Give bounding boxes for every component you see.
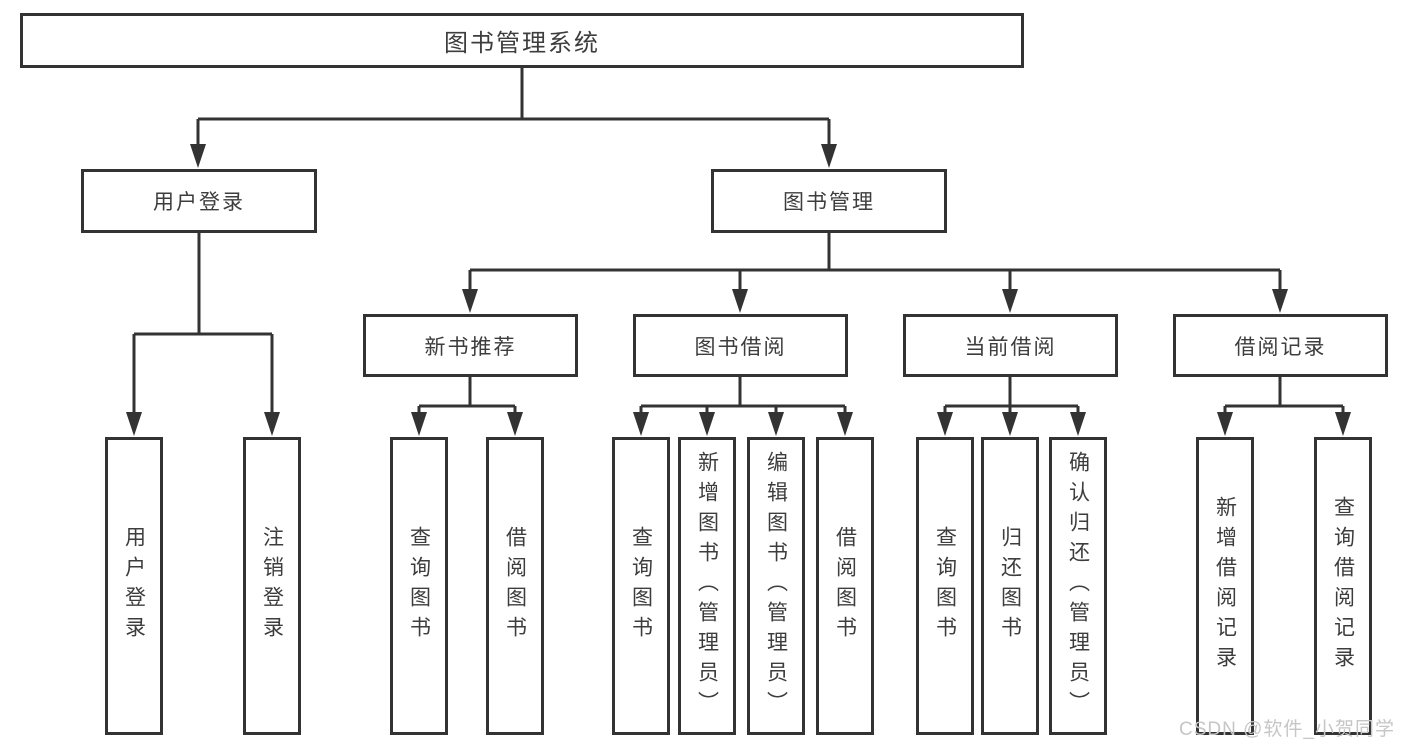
leaf-label: 查询图书 <box>629 526 653 646</box>
edge-currentborrow-to-leaves <box>943 377 1080 418</box>
leaf-label: 查询图书 <box>407 526 431 646</box>
node-user-login-group: 用户登录 <box>81 169 317 233</box>
node-new-book-recommend: 新书推荐 <box>363 314 578 377</box>
edge-userlogin-to-leaves <box>132 233 274 416</box>
arrow-icon <box>190 144 206 168</box>
node-book-management-group: 图书管理 <box>711 169 947 233</box>
arrow-icon <box>821 144 837 168</box>
leaf-query-books-recommend: 查询图书 <box>390 437 448 735</box>
arrow-icon <box>768 412 784 436</box>
arrow-icon <box>1002 412 1018 436</box>
leaf-label: 注销登录 <box>260 526 284 646</box>
leaf-query-books-current: 查询图书 <box>916 437 974 735</box>
arrow-icon <box>264 412 280 436</box>
leaf-confirm-return-admin: 确认归还（管理员） <box>1049 437 1107 735</box>
leaf-query-borrow-record: 查询借阅记录 <box>1314 437 1372 735</box>
arrow-icon <box>462 289 478 313</box>
arrow-icon <box>1272 289 1288 313</box>
leaf-label: 编辑图书（管理员） <box>764 451 788 721</box>
arrow-icon <box>1002 289 1018 313</box>
leaf-label: 用户登录 <box>122 526 146 646</box>
arrow-icon <box>411 412 427 436</box>
arrow-icon <box>1070 412 1086 436</box>
leaf-label: 借阅图书 <box>503 526 527 646</box>
edge-bookmgmt-to-level3 <box>468 233 1282 293</box>
edge-bookborrow-to-leaves <box>639 377 847 418</box>
node-current-borrow: 当前借阅 <box>903 314 1118 377</box>
arrow-icon <box>1217 412 1233 436</box>
leaf-label: 归还图书 <box>998 526 1022 646</box>
node-book-borrow: 图书借阅 <box>633 314 848 377</box>
leaf-logout: 注销登录 <box>243 437 301 735</box>
csdn-watermark: CSDN @软件_小贺同学 <box>1179 719 1395 740</box>
leaf-edit-book-admin: 编辑图书（管理员） <box>747 437 805 735</box>
arrow-icon <box>937 412 953 436</box>
edge-root-to-level2 <box>196 68 831 147</box>
leaf-label: 确认归还（管理员） <box>1066 451 1090 721</box>
node-borrow-records: 借阅记录 <box>1173 314 1388 377</box>
leaf-label: 新增图书（管理员） <box>695 451 719 721</box>
leaf-label: 新增借阅记录 <box>1213 496 1237 676</box>
node-library-management-system: 图书管理系统 <box>20 13 1024 68</box>
arrow-icon <box>1335 412 1351 436</box>
arrow-icon <box>633 412 649 436</box>
leaf-add-book-admin: 新增图书（管理员） <box>678 437 736 735</box>
arrow-icon <box>507 412 523 436</box>
leaf-query-books-borrow: 查询图书 <box>612 437 670 735</box>
leaf-label: 查询图书 <box>933 526 957 646</box>
leaf-user-login: 用户登录 <box>105 437 163 735</box>
arrow-icon <box>126 412 142 436</box>
leaf-return-book: 归还图书 <box>981 437 1039 735</box>
arrow-icon <box>837 412 853 436</box>
leaf-label: 查询借阅记录 <box>1331 496 1355 676</box>
edge-newbook-to-leaves <box>417 377 517 418</box>
edge-records-to-leaves <box>1223 377 1345 418</box>
leaf-borrow-books-recommend: 借阅图书 <box>486 437 544 735</box>
arrow-icon <box>699 412 715 436</box>
leaf-borrow-books-borrow: 借阅图书 <box>816 437 874 735</box>
leaf-label: 借阅图书 <box>833 526 857 646</box>
leaf-add-borrow-record: 新增借阅记录 <box>1196 437 1254 735</box>
arrow-icon <box>732 289 748 313</box>
arrowheads <box>126 144 1351 436</box>
